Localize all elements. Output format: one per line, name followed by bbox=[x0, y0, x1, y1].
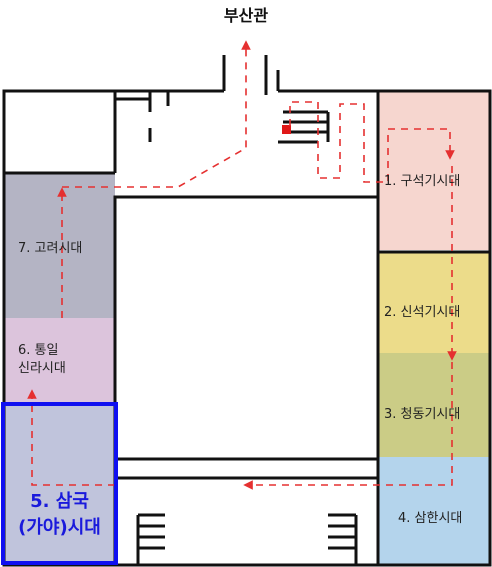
zone-6-label-line1: 6. 통일 bbox=[18, 343, 59, 358]
zone-7-label: 7. 고려시대 bbox=[18, 241, 83, 256]
zone-6-unified-silla bbox=[4, 318, 115, 405]
zone-3-label: 3. 청동기시대 bbox=[384, 407, 461, 422]
route-path bbox=[27, 40, 457, 490]
zone-2-label: 2. 신석기시대 bbox=[384, 305, 461, 320]
destination-label: 부산관 bbox=[223, 6, 269, 25]
zone-2-neolithic bbox=[378, 252, 490, 353]
zone-3-bronze-age bbox=[378, 353, 490, 457]
zone-6-label-line2: 신라시대 bbox=[18, 361, 66, 376]
staircase-bottom-left bbox=[136, 513, 165, 565]
zone-4-samhan bbox=[378, 457, 490, 565]
current-location-marker bbox=[282, 125, 291, 134]
zone-5-highlight-frame bbox=[1, 402, 118, 565]
zone-5-label-line1: 5. 삼국 bbox=[30, 491, 89, 512]
zone-5-label-line2: (가야)시대 bbox=[18, 517, 101, 538]
zone-1-label: 1. 구석기시대 bbox=[384, 174, 461, 189]
zone-5-three-kingdoms bbox=[4, 405, 115, 563]
zone-4-label: 4. 삼한시대 bbox=[398, 511, 463, 526]
staircase-bottom-right bbox=[328, 513, 358, 565]
zone-7-goryeo bbox=[4, 173, 115, 318]
zone-1-paleolithic bbox=[378, 91, 490, 250]
